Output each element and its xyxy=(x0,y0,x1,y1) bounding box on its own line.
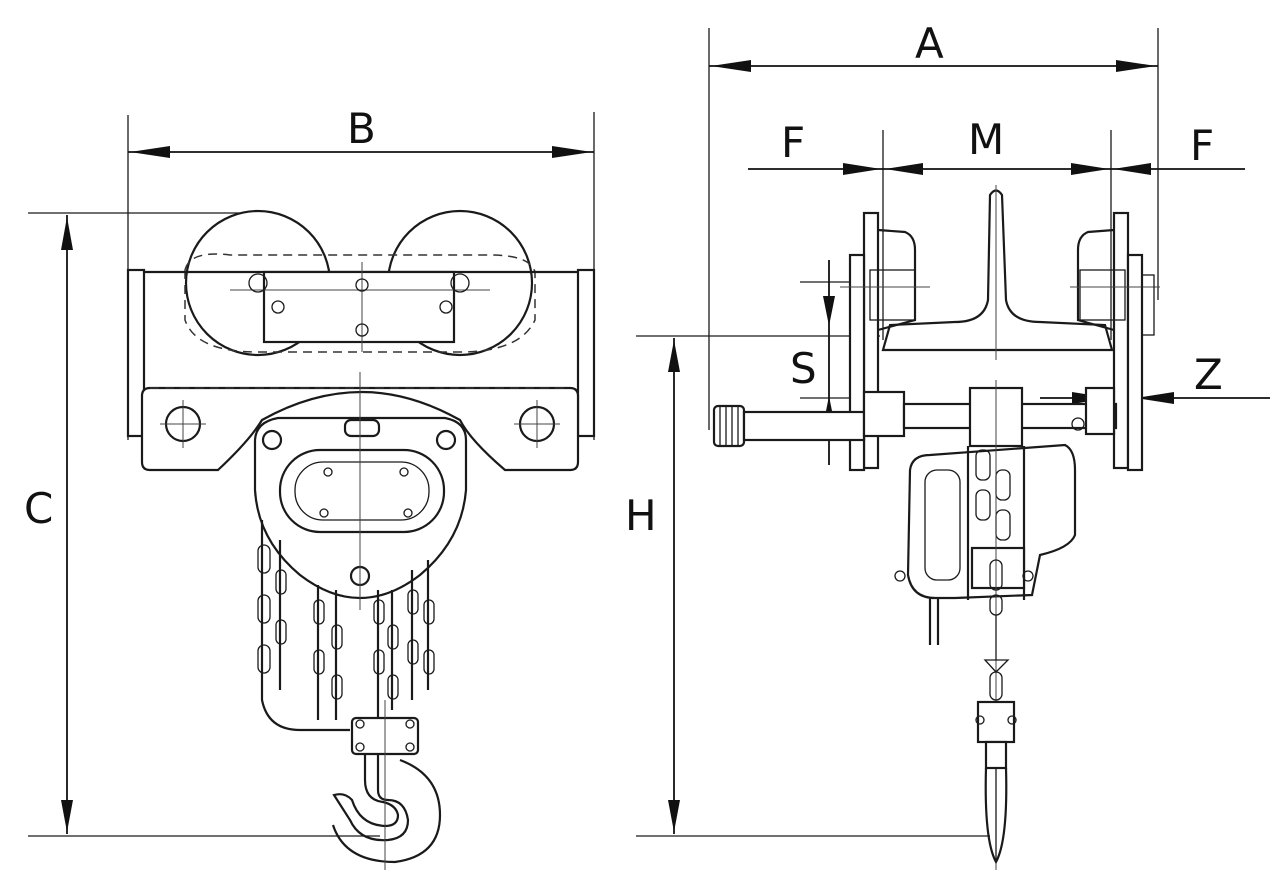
label-z: Z xyxy=(1194,350,1223,399)
label-b: B xyxy=(347,104,376,153)
label-a: A xyxy=(915,19,944,68)
front-view: B C xyxy=(24,104,596,870)
load-hook xyxy=(331,700,442,870)
dimension-c xyxy=(28,212,380,837)
i-beam-rail xyxy=(881,185,1114,360)
side-view: A F M F S Z xyxy=(625,19,1270,870)
trolley-side-frame xyxy=(126,262,596,438)
label-f-left: F xyxy=(781,118,805,167)
label-m: M xyxy=(968,115,1004,164)
hand-chains xyxy=(257,520,435,732)
dimension-f-m-f xyxy=(748,130,1245,340)
dimension-z xyxy=(1040,392,1270,404)
label-s: S xyxy=(790,344,817,393)
side-load-hook xyxy=(975,559,1017,865)
label-h: H xyxy=(625,491,657,540)
hoist-body xyxy=(253,372,468,610)
dimension-a xyxy=(708,28,1159,430)
axle-with-gear-wheel xyxy=(712,386,1118,448)
label-c: C xyxy=(24,484,53,533)
dimension-h xyxy=(636,335,990,837)
label-f-right: F xyxy=(1190,121,1214,170)
